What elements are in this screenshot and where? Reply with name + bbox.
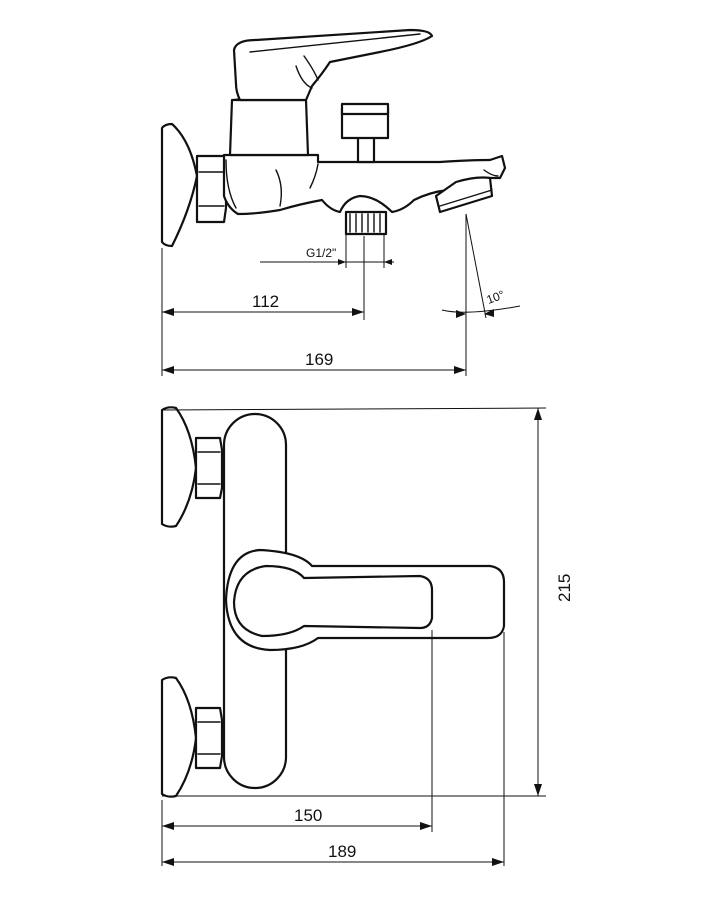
side-hex-nut [195, 154, 228, 224]
top-dimensions [161, 407, 547, 866]
top-lever-grip [232, 564, 434, 638]
angle-label: 10° [485, 288, 507, 307]
dim-height-215: 215 [555, 574, 574, 602]
side-diverter-stem [356, 135, 376, 164]
dim-outlet-112: 112 [252, 292, 279, 311]
top-view: 215 150 189 [160, 406, 574, 866]
dim-handle-150: 150 [294, 806, 322, 825]
top-hex-nut-lower [194, 706, 224, 770]
top-wall-flange-upper [160, 406, 198, 528]
dim-total-189: 189 [328, 842, 356, 861]
side-wall-flange [160, 122, 199, 248]
side-dimensions [161, 213, 521, 376]
thread-label: G1/2" [306, 246, 336, 260]
side-view: G1/2" 112 169 10° [160, 28, 521, 376]
dim-spout-169: 169 [305, 350, 333, 369]
top-hex-nut-upper [194, 436, 224, 500]
top-wall-flange-lower [160, 676, 198, 798]
side-lever-handle [232, 28, 434, 102]
side-cartridge-housing [228, 98, 310, 157]
